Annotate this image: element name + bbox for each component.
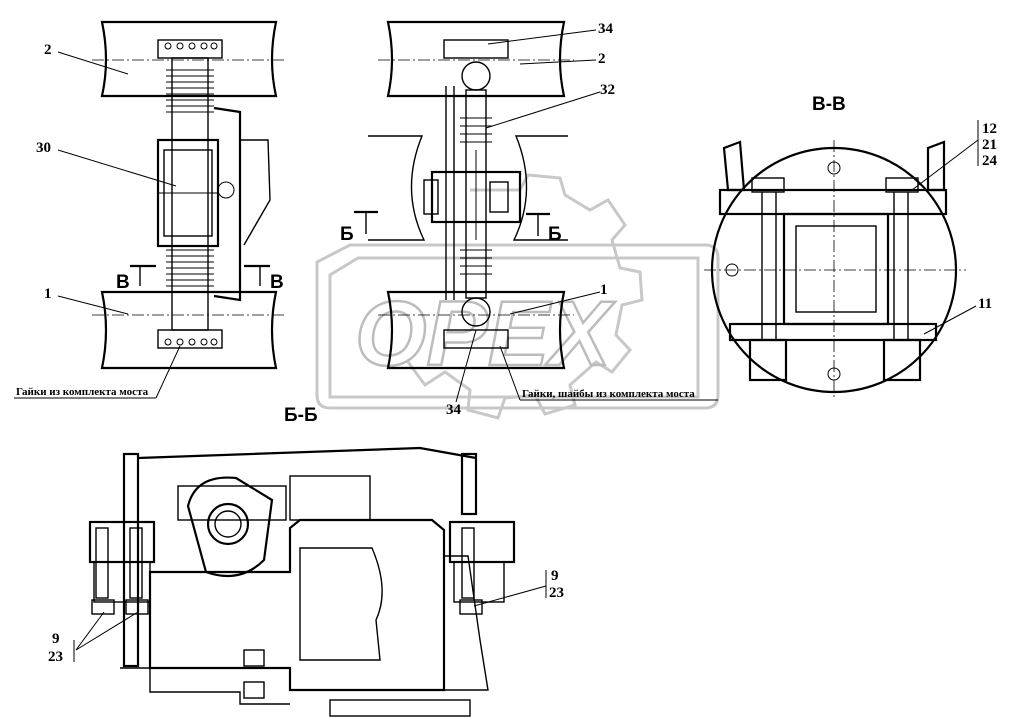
view-bottom: 9 23 9 23 bbox=[48, 446, 564, 717]
callout-24: 24 bbox=[982, 153, 998, 169]
callout-12: 12 bbox=[982, 121, 997, 137]
callout-9-right: 9 bbox=[551, 568, 559, 584]
section-mark-v-left: В bbox=[116, 272, 130, 293]
callout-23-left: 23 bbox=[48, 649, 63, 665]
tire-bottom-bb bbox=[386, 290, 566, 370]
section-mark-b-right: Б bbox=[548, 224, 562, 245]
tire-top bbox=[100, 20, 278, 98]
section-mark-b-left: Б bbox=[340, 224, 354, 245]
callout-1-left: 1 bbox=[44, 286, 52, 302]
section-title-bb: Б-Б bbox=[284, 405, 318, 426]
view-top-left: В В 2 30 1 Гайки из комплекта моста bbox=[14, 20, 286, 399]
callout-9-left: 9 bbox=[52, 631, 60, 647]
tire-bottom bbox=[100, 290, 278, 370]
callout-34-bottom: 34 bbox=[446, 402, 462, 418]
callout-30: 30 bbox=[36, 140, 51, 156]
note-middle: Гайки, шайбы из комплекта моста bbox=[522, 388, 695, 400]
callout-23-right: 23 bbox=[549, 585, 564, 601]
callout-21: 21 bbox=[982, 137, 997, 153]
callout-2-bb: 2 bbox=[598, 51, 606, 67]
callout-1-bb: 1 bbox=[600, 282, 608, 298]
section-mark-v-right: В bbox=[270, 272, 284, 293]
view-section-bb: Б Б Б-Б 34 2 32 1 34 Гайки, шайбы из ком… bbox=[284, 20, 718, 426]
tire-top-bb bbox=[386, 20, 566, 98]
view-section-vv: В-В 12 21 24 11 bbox=[704, 94, 998, 400]
callout-34-top: 34 bbox=[598, 21, 614, 37]
callout-2-left: 2 bbox=[44, 42, 52, 58]
note-left: Гайки из комплекта моста bbox=[16, 386, 149, 398]
callout-32: 32 bbox=[600, 82, 615, 98]
section-title-vv: В-В bbox=[812, 94, 846, 115]
callout-11: 11 bbox=[978, 296, 992, 312]
